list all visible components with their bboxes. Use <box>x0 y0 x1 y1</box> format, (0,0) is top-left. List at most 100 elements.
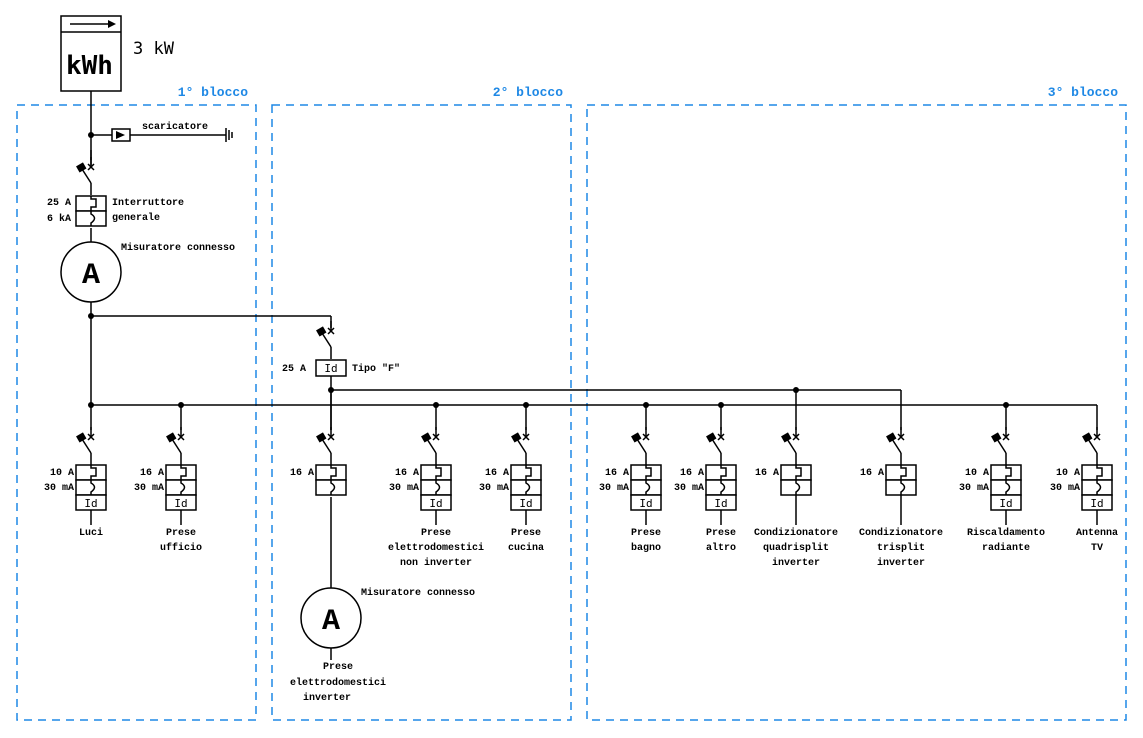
block-2-label: 2° blocco <box>493 85 563 100</box>
rcd-icon: Id <box>165 494 197 511</box>
circuit-label: cucina <box>508 542 544 554</box>
sub-load-label-2: elettrodomestici <box>290 677 386 689</box>
circuit-sensitivity: 30 mA <box>959 483 989 494</box>
mcb-icon <box>990 464 1022 496</box>
main-ammeter-symbol: A <box>82 259 100 293</box>
circuit-label: elettrodomestici <box>388 542 484 554</box>
block-3-boundary <box>586 104 1127 721</box>
rcd-icon: Id <box>420 494 452 511</box>
rcd-icon: Id <box>510 494 542 511</box>
switch-icon <box>991 432 1010 465</box>
mcb-icon <box>510 464 542 496</box>
switch-icon <box>886 432 905 465</box>
energy-meter: kWh 3 kW <box>60 15 175 92</box>
circuit-3: 16 A <box>290 390 347 496</box>
circuit-rating: 16 A <box>680 468 704 479</box>
main-breaker <box>75 150 107 227</box>
svg-text:Id: Id <box>84 497 97 510</box>
switch-icon <box>781 432 800 465</box>
circuit-rating: 16 A <box>755 468 779 479</box>
mcb-icon <box>75 464 107 496</box>
rcd-icon: Id <box>990 494 1022 511</box>
svg-text:Id: Id <box>1090 497 1103 510</box>
circuit-rating: 16 A <box>290 468 314 479</box>
block-1-label: 1° blocco <box>178 85 248 100</box>
rcd-main-type: Tipo "F" <box>352 363 400 375</box>
circuit-rating: 10 A <box>1056 468 1080 479</box>
svg-text:Id: Id <box>714 497 727 510</box>
circuit-label: Condizionatore <box>859 527 943 539</box>
circuit-sensitivity: 30 mA <box>134 483 164 494</box>
circuit-label: Riscaldamento <box>967 527 1045 539</box>
main-ammeter-label: Misuratore connesso <box>121 242 235 254</box>
circuit-label: TV <box>1091 543 1103 554</box>
circuit-rating: 16 A <box>395 468 419 479</box>
circuit-9: 16 A Condizionatore trisplit inverter <box>859 390 943 569</box>
circuit-rating: 10 A <box>50 468 74 479</box>
sub-load-label-3: inverter <box>303 692 351 704</box>
meter-power: 3 kW <box>133 39 175 59</box>
svg-text:Id: Id <box>999 497 1012 510</box>
mcb-icon <box>885 464 917 496</box>
circuit-6: Id 16 A 30 mA Prese bagno <box>599 402 662 554</box>
circuit-label: inverter <box>877 557 925 569</box>
mcb-icon <box>420 464 452 496</box>
meter-unit: kWh <box>66 51 113 81</box>
rcd-icon: Id <box>705 494 737 511</box>
switch-icon <box>421 432 440 465</box>
switch-icon <box>316 326 335 359</box>
circuit-sensitivity: 30 mA <box>674 483 704 494</box>
switch-icon <box>76 162 95 195</box>
mcb-icon <box>165 464 197 496</box>
switch-icon <box>316 432 335 465</box>
mcb-icon <box>1081 464 1113 496</box>
rcd-main-rating: 25 A <box>282 364 306 375</box>
mcb-icon <box>315 464 347 496</box>
circuit-label: radiante <box>982 542 1030 554</box>
block-3-label: 3° blocco <box>1048 85 1118 100</box>
switch-icon <box>166 432 185 465</box>
svg-text:Id: Id <box>519 497 532 510</box>
sub-load-label-1: Prese <box>323 662 353 673</box>
svg-text:Id: Id <box>429 497 442 510</box>
main-breaker-breaking-capacity: 6 kA <box>47 213 71 225</box>
block-2-boundary <box>271 104 572 721</box>
circuit-sensitivity: 30 mA <box>599 483 629 494</box>
main-breaker-rating: 25 A <box>47 198 71 209</box>
main-breaker-name-1: Interruttore <box>112 198 184 209</box>
circuit-sensitivity: 30 mA <box>44 483 74 494</box>
circuit-rating: 16 A <box>605 468 629 479</box>
block-1-boundary <box>16 104 257 721</box>
sub-ammeter-label: Misuratore connesso <box>361 587 475 599</box>
switch-icon <box>1082 432 1101 465</box>
circuit-rating: 16 A <box>140 468 164 479</box>
circuit-label: Prese <box>631 528 661 539</box>
rcd-icon: Id <box>1081 494 1113 511</box>
circuit-sensitivity: 30 mA <box>389 483 419 494</box>
mcb-icon <box>780 464 812 496</box>
circuit-label: Prese <box>511 528 541 539</box>
circuit-label: inverter <box>772 557 820 569</box>
rcd-main-symbol: Id <box>324 362 337 375</box>
circuit-label: ufficio <box>160 542 202 554</box>
circuit-sensitivity: 30 mA <box>479 483 509 494</box>
circuit-label: altro <box>706 542 736 554</box>
rcd-icon: Id <box>75 494 107 511</box>
rcd-icon: Id <box>630 494 662 511</box>
rcd-type-f <box>316 321 335 359</box>
circuit-10: Id 10 A 30 mA Riscaldamento radiante <box>959 402 1045 554</box>
switch-icon <box>76 432 95 465</box>
circuit-label: trisplit <box>877 542 925 554</box>
circuit-label: quadrisplit <box>763 542 829 554</box>
circuit-sensitivity: 30 mA <box>1050 483 1080 494</box>
circuit-rating: 10 A <box>965 468 989 479</box>
sub-ammeter-symbol: A <box>322 605 340 639</box>
circuit-rating: 16 A <box>860 468 884 479</box>
circuit-label: bagno <box>631 542 661 554</box>
